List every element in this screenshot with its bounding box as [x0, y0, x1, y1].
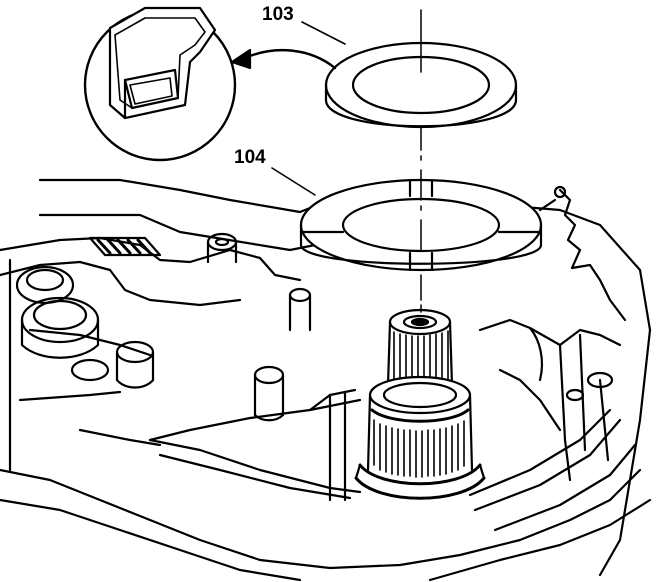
left-gear-cluster	[17, 234, 236, 388]
callout-label-104: 104	[234, 147, 266, 168]
detail-inset-circle	[85, 8, 235, 160]
clutch-hub	[356, 377, 484, 498]
detail-arrow	[232, 50, 335, 68]
transmission-case	[0, 180, 650, 580]
hatched-block	[90, 238, 160, 255]
detent-spring	[540, 187, 625, 320]
callout-label-103: 103	[262, 4, 294, 25]
callout-leaders	[272, 22, 345, 195]
